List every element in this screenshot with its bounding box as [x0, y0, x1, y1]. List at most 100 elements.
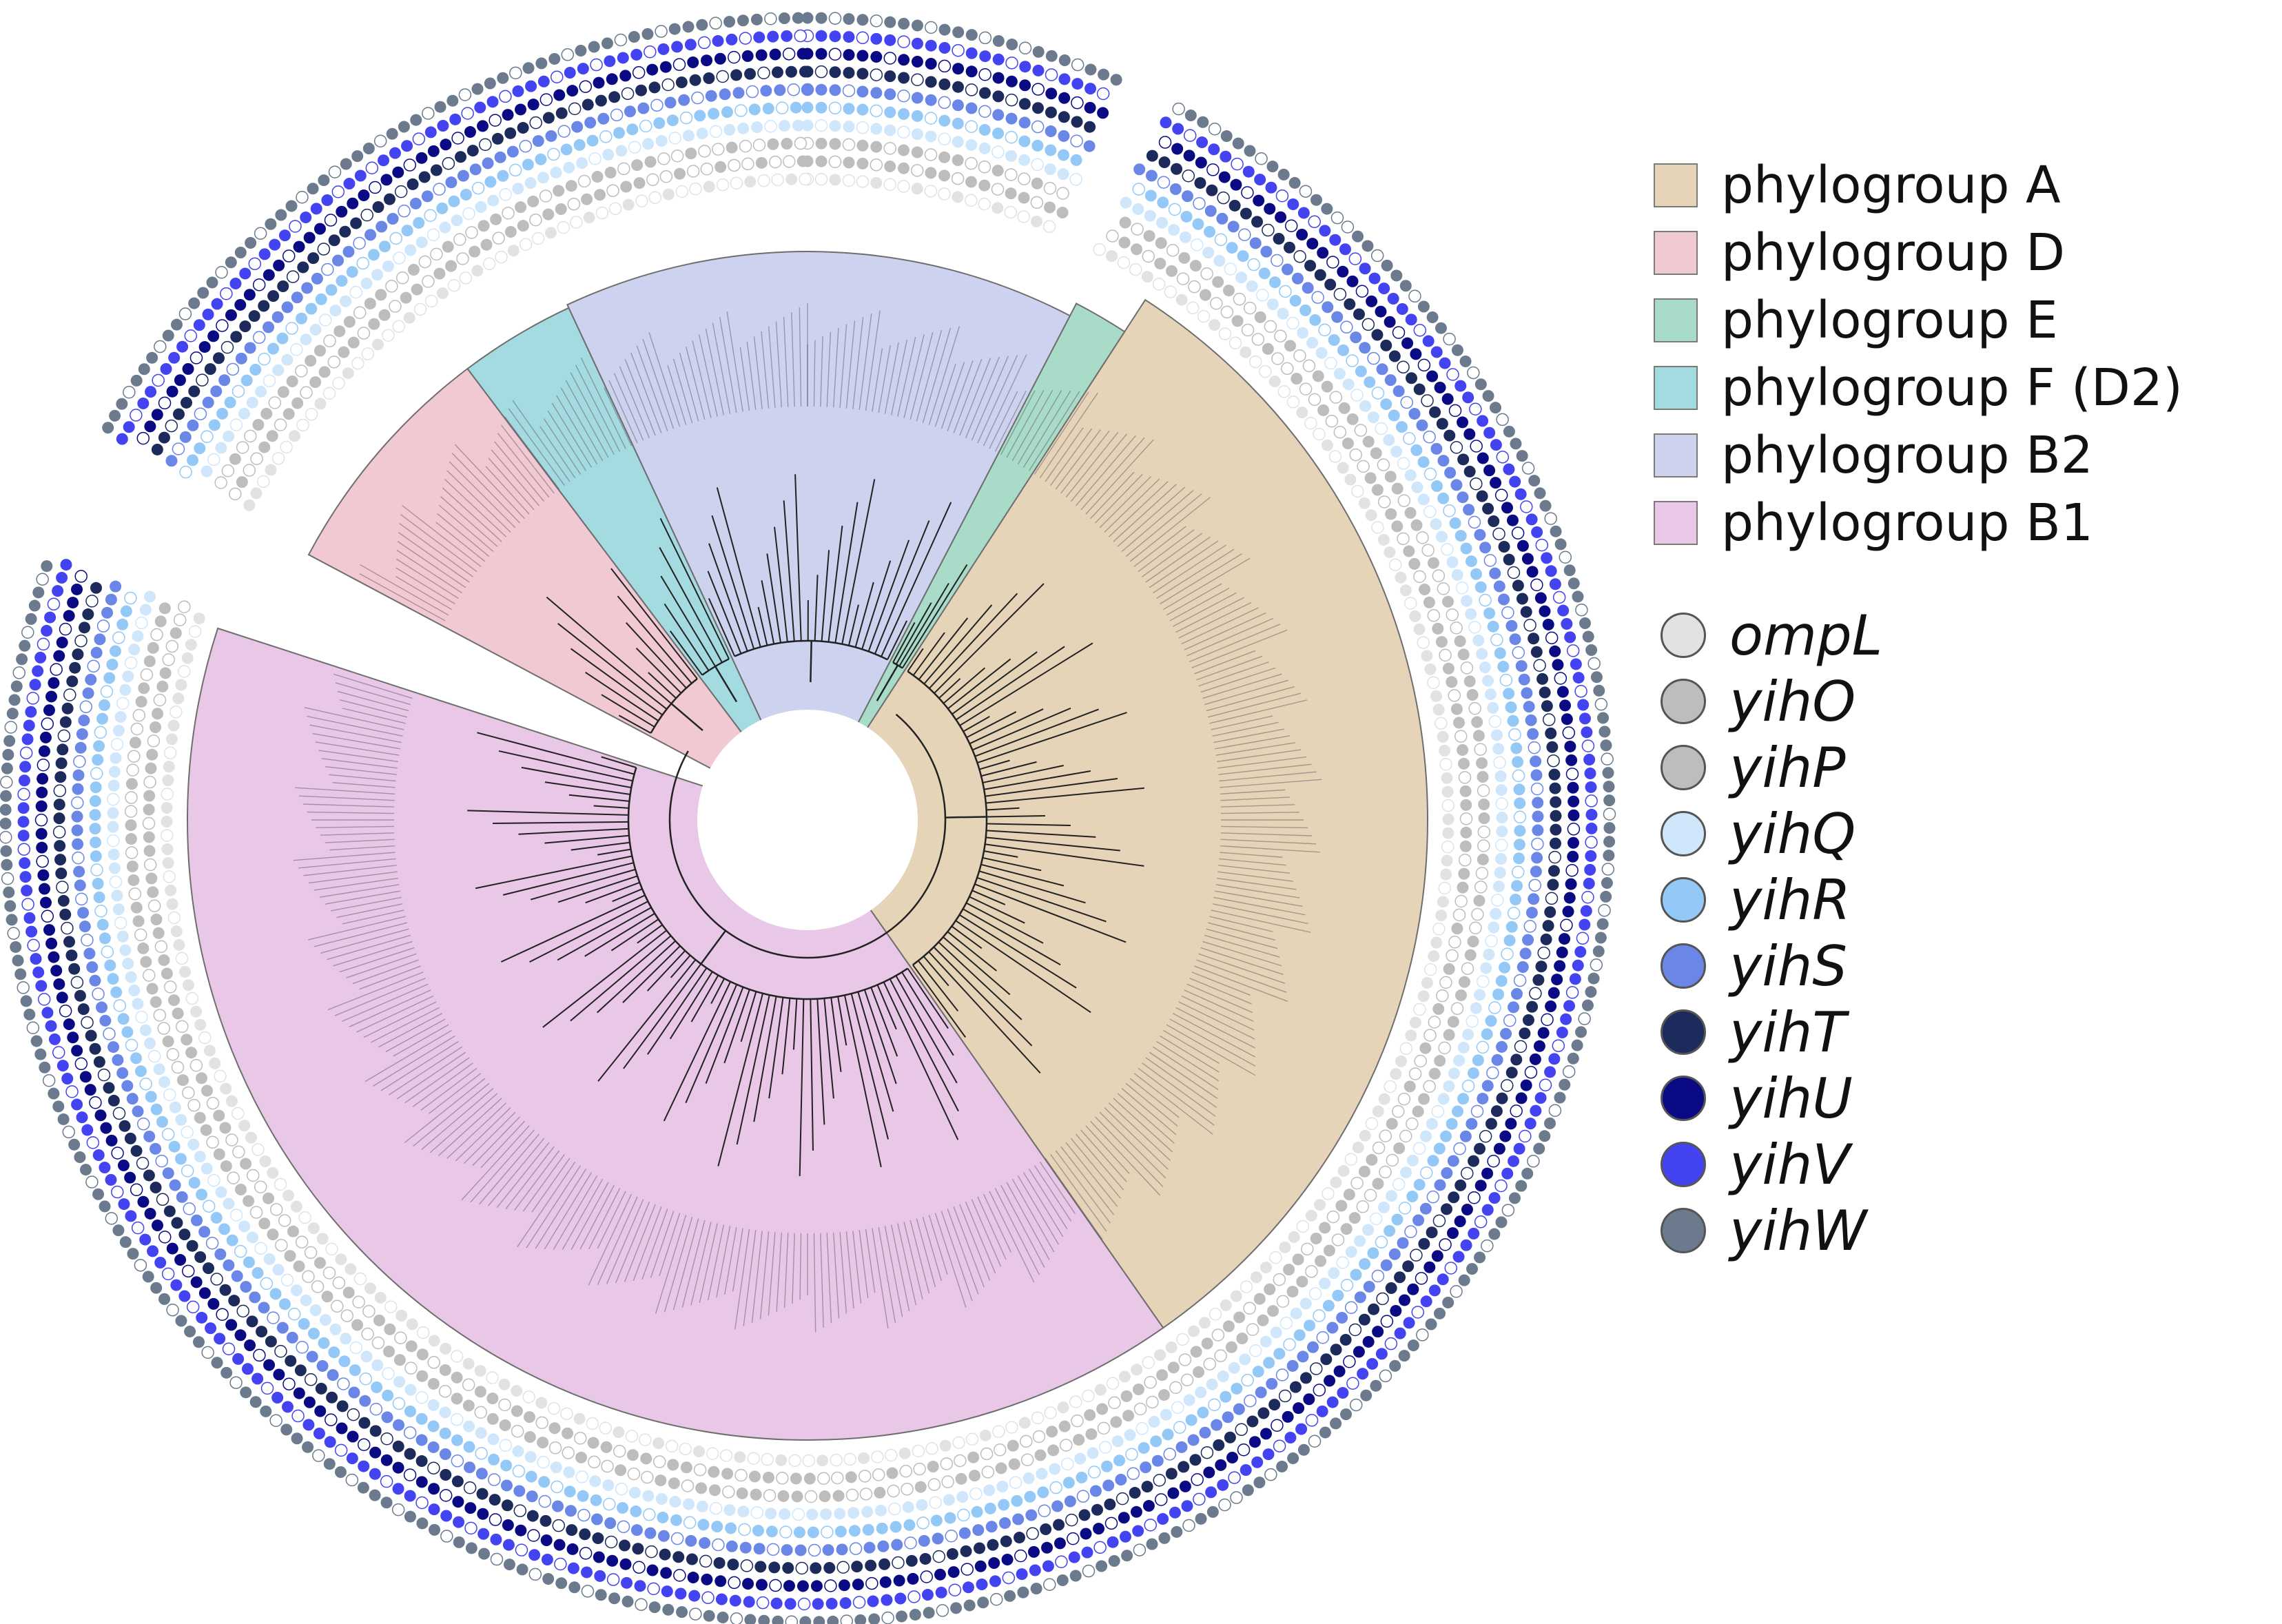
gene-presence-dot — [1442, 813, 1454, 825]
gene-presence-dot — [1368, 272, 1381, 285]
strain-label — [832, 1232, 840, 1319]
gene-presence-dot — [100, 1122, 112, 1134]
gene-presence-dot — [1423, 1029, 1437, 1042]
gene-presence-dot — [240, 374, 253, 387]
gene-presence-dot — [954, 1454, 967, 1468]
strain-label — [852, 317, 864, 409]
gene-presence-dot — [74, 1057, 88, 1071]
gene-presence-dot — [188, 625, 202, 638]
gene-presence-dot — [381, 1411, 393, 1423]
legend-item-yihr: yihR — [1654, 867, 2274, 933]
gene-presence-dot — [1390, 446, 1403, 458]
gene-presence-dot — [229, 278, 242, 290]
gene-presence-dot — [863, 1541, 876, 1554]
gene-presence-dot — [1078, 1509, 1091, 1521]
gene-presence-dot — [1341, 220, 1355, 234]
gene-presence-dot — [137, 942, 150, 954]
gene-presence-dot — [755, 49, 768, 61]
gene-presence-dot — [1428, 1016, 1441, 1029]
gene-presence-dot — [146, 748, 158, 761]
gene-presence-dot — [380, 1474, 393, 1488]
gene-presence-dot — [479, 138, 492, 152]
gene-presence-dot — [960, 1563, 974, 1576]
gene-presence-dot — [810, 1562, 822, 1574]
gene-presence-dot — [172, 408, 185, 420]
gene-presence-dot — [378, 309, 391, 321]
gene-presence-dot — [1384, 316, 1396, 328]
gene-presence-dot — [1115, 1473, 1127, 1486]
gene-presence-dot — [646, 1564, 659, 1576]
gene-presence-dot — [66, 675, 79, 688]
gene-presence-dot — [1479, 593, 1492, 607]
gene-presence-dot — [553, 185, 565, 197]
gene-presence-dot — [1098, 1441, 1112, 1454]
gene-presence-dot — [487, 1433, 500, 1446]
gene-presence-dot — [1441, 785, 1454, 798]
tree-branch — [907, 670, 988, 966]
gene-presence-dot — [30, 1035, 43, 1047]
gene-presence-dot — [655, 25, 668, 38]
gene-presence-dot — [919, 1552, 932, 1565]
gene-presence-dot — [565, 180, 577, 192]
gene-presence-dot — [1437, 896, 1449, 908]
gene-presence-dot — [1237, 250, 1249, 263]
gene-presence-dot — [1359, 1257, 1371, 1270]
gene-presence-dot — [1462, 1028, 1474, 1040]
gene-presence-dot — [267, 1166, 279, 1179]
gene-presence-dot — [1398, 1350, 1410, 1362]
gene-presence-dot — [1529, 1053, 1541, 1065]
gene-presence-dot — [1415, 1272, 1428, 1285]
phylogroup-d-swatch — [1654, 231, 1698, 275]
strain-label — [404, 1078, 486, 1143]
strain-label — [412, 1062, 474, 1107]
gene-presence-dot — [1460, 661, 1474, 675]
gene-presence-dot — [123, 421, 135, 433]
gene-presence-dot — [63, 610, 75, 622]
gene-presence-dot — [300, 1294, 312, 1306]
gene-presence-dot — [1308, 1435, 1322, 1448]
gene-presence-dot — [1530, 578, 1543, 592]
gene-presence-dot — [542, 112, 555, 124]
strain-label — [1028, 1169, 1068, 1230]
gene-presence-dot — [643, 1508, 656, 1521]
gene-presence-dot — [298, 1211, 311, 1224]
gene-presence-dot — [1314, 269, 1326, 281]
gene-presence-dot — [1351, 484, 1364, 498]
gene-presence-dot — [843, 1452, 856, 1466]
gene-presence-dot — [822, 1544, 834, 1556]
gene-presence-dot — [1346, 354, 1359, 367]
tree-branch — [646, 950, 686, 991]
gene-presence-dot — [153, 693, 167, 707]
gene-presence-dot — [701, 1573, 713, 1585]
gene-presence-dot — [799, 172, 812, 186]
gene-presence-dot — [801, 12, 814, 24]
gene-presence-dot — [1007, 1439, 1019, 1452]
legend-item-phylogroup-d: phylogroup D — [1654, 219, 2274, 287]
gene-presence-dot — [1340, 1408, 1353, 1421]
gene-presence-dot — [1469, 921, 1482, 935]
strain-label — [698, 334, 718, 417]
gene-presence-dot — [1408, 408, 1421, 420]
gene-presence-dot — [1484, 688, 1497, 701]
gene-presence-dot — [1404, 597, 1417, 610]
gene-presence-dot — [852, 1596, 866, 1609]
gene-presence-dot — [418, 255, 432, 269]
gene-presence-dot — [898, 17, 910, 30]
gene-presence-dot — [371, 1381, 383, 1393]
gene-presence-dot — [755, 1579, 768, 1591]
gene-presence-dot — [254, 227, 267, 240]
tree-branch — [570, 935, 672, 1022]
gene-presence-dot — [1410, 348, 1422, 360]
gene-presence-dot — [1474, 581, 1487, 593]
tree-branch — [794, 474, 802, 641]
gene-presence-dot — [327, 1369, 339, 1381]
gene-presence-dot — [68, 963, 81, 975]
gene-presence-dot — [1193, 197, 1206, 210]
gene-presence-dot — [1, 859, 13, 871]
gene-presence-dot — [1413, 1178, 1426, 1191]
gene-presence-dot — [1266, 298, 1279, 311]
strain-label — [307, 916, 406, 941]
strain-label — [396, 1051, 466, 1100]
gene-presence-dot — [74, 989, 86, 1002]
strain-label — [313, 922, 408, 947]
